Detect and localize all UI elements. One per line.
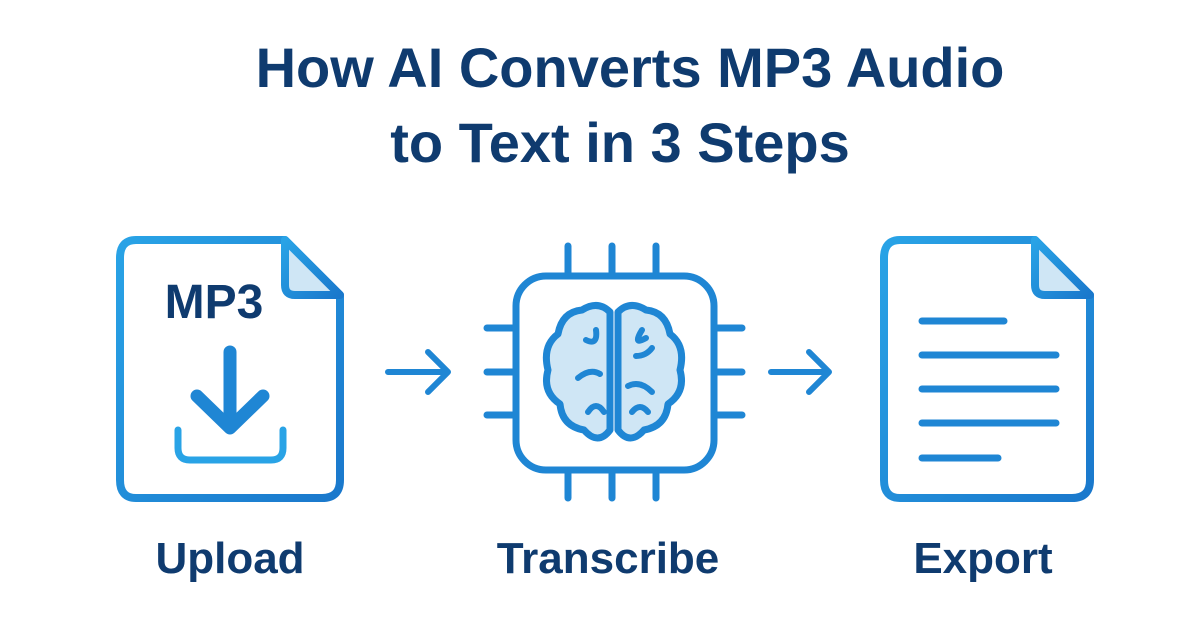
step-label-export: Export xyxy=(913,534,1053,583)
title-line-2: to Text in 3 Steps xyxy=(390,111,850,174)
arrow-right-icon xyxy=(385,349,451,395)
title-line-1: How AI Converts MP3 Audio xyxy=(255,36,1005,99)
download-icon xyxy=(174,345,287,464)
step-label-transcribe: Transcribe xyxy=(496,534,720,583)
mp3-badge: MP3 xyxy=(165,276,264,329)
step-label-upload: Upload xyxy=(155,534,305,583)
text-lines xyxy=(918,317,1060,462)
arrow-right-icon xyxy=(768,349,832,395)
brain-icon xyxy=(542,302,686,442)
text-document-icon xyxy=(880,236,1094,502)
